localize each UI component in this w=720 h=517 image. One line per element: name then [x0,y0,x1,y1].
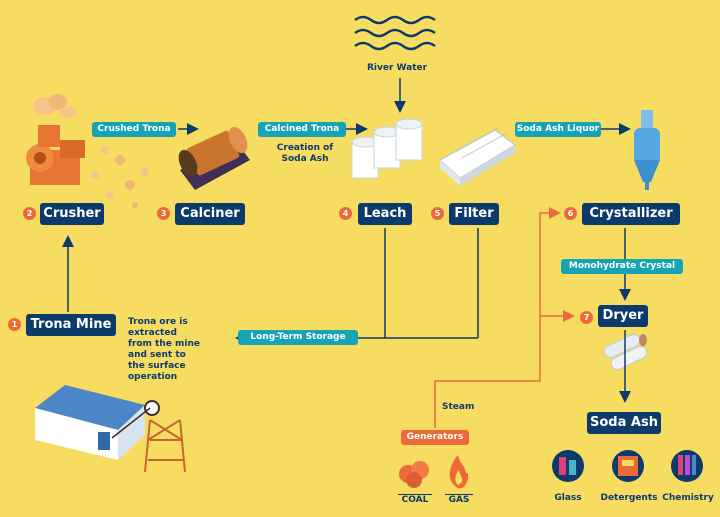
note-line: operation [128,372,178,382]
product-chemistry: Chemistry [662,493,714,503]
product-detergents: Detergents [600,493,658,503]
crusher-machine-icon [26,125,85,185]
tag-crushed-trona: Crushed Trona [92,122,176,137]
rock-pile-icon [33,94,149,208]
tag-monohydrate-crystal: Monohydrate Crystal [561,259,683,274]
steam-lines [434,207,575,428]
headframe-icon [111,400,186,473]
note-line: extracted [128,328,177,338]
chemistry-icon [671,450,703,482]
mine-building-icon [35,385,145,460]
note-river-water: River Water [367,63,428,73]
fuel-gas: GAS [445,494,473,505]
generators-label: Generators [401,430,469,445]
coal-icon [399,461,429,488]
note-line: from the mine [128,339,200,349]
stage-label-crusher: Crusher [40,203,104,225]
note-line: and sent to [128,350,186,360]
note-steam: Steam [442,402,475,412]
fuel-coal: COAL [398,494,432,505]
detergent-icon [612,450,644,482]
stage-label-trona-mine: Trona Mine [26,314,116,336]
stage-label-dryer: Dryer [598,305,648,327]
note-line: the surface [128,361,186,371]
tag-calcined-trona: Calcined Trona [258,122,346,137]
leach-tanks-icon [351,118,423,179]
calciner-drum-icon [178,126,250,190]
stage-label-crystallizer: Crystallizer [582,203,680,225]
note-line: Trona ore is [128,317,188,327]
stage-label-calciner: Calciner [175,203,245,225]
stage-number: 1 [8,318,21,331]
dryer-rolls-icon [603,334,648,370]
glass-icon [552,450,584,482]
output-label-soda-ash: Soda Ash [587,412,661,434]
stage-number: 4 [339,207,352,220]
stage-number: 7 [580,311,593,324]
note-line: Soda Ash [281,154,329,164]
stage-number: 6 [564,207,577,220]
stage-number: 2 [23,207,36,220]
water-waves-icon [354,15,436,51]
note-line: Creation of [276,143,334,153]
filter-unit-icon [439,126,516,186]
note-creation-of-soda-ash: Creation of Soda Ash [270,143,340,165]
tag-long-term-storage: Long-Term Storage [238,330,358,345]
stage-label-filter: Filter [449,203,499,225]
crystallizer-vessel-icon [634,110,660,190]
flame-icon [449,455,469,489]
tag-soda-ash-liquor: Soda Ash Liquor [515,122,601,137]
stage-number: 3 [157,207,170,220]
note-mine-description: Trona ore is extracted from the mine and… [128,317,200,383]
stage-label-leach: Leach [358,203,412,225]
product-glass: Glass [554,493,582,503]
stage-number: 5 [431,207,444,220]
